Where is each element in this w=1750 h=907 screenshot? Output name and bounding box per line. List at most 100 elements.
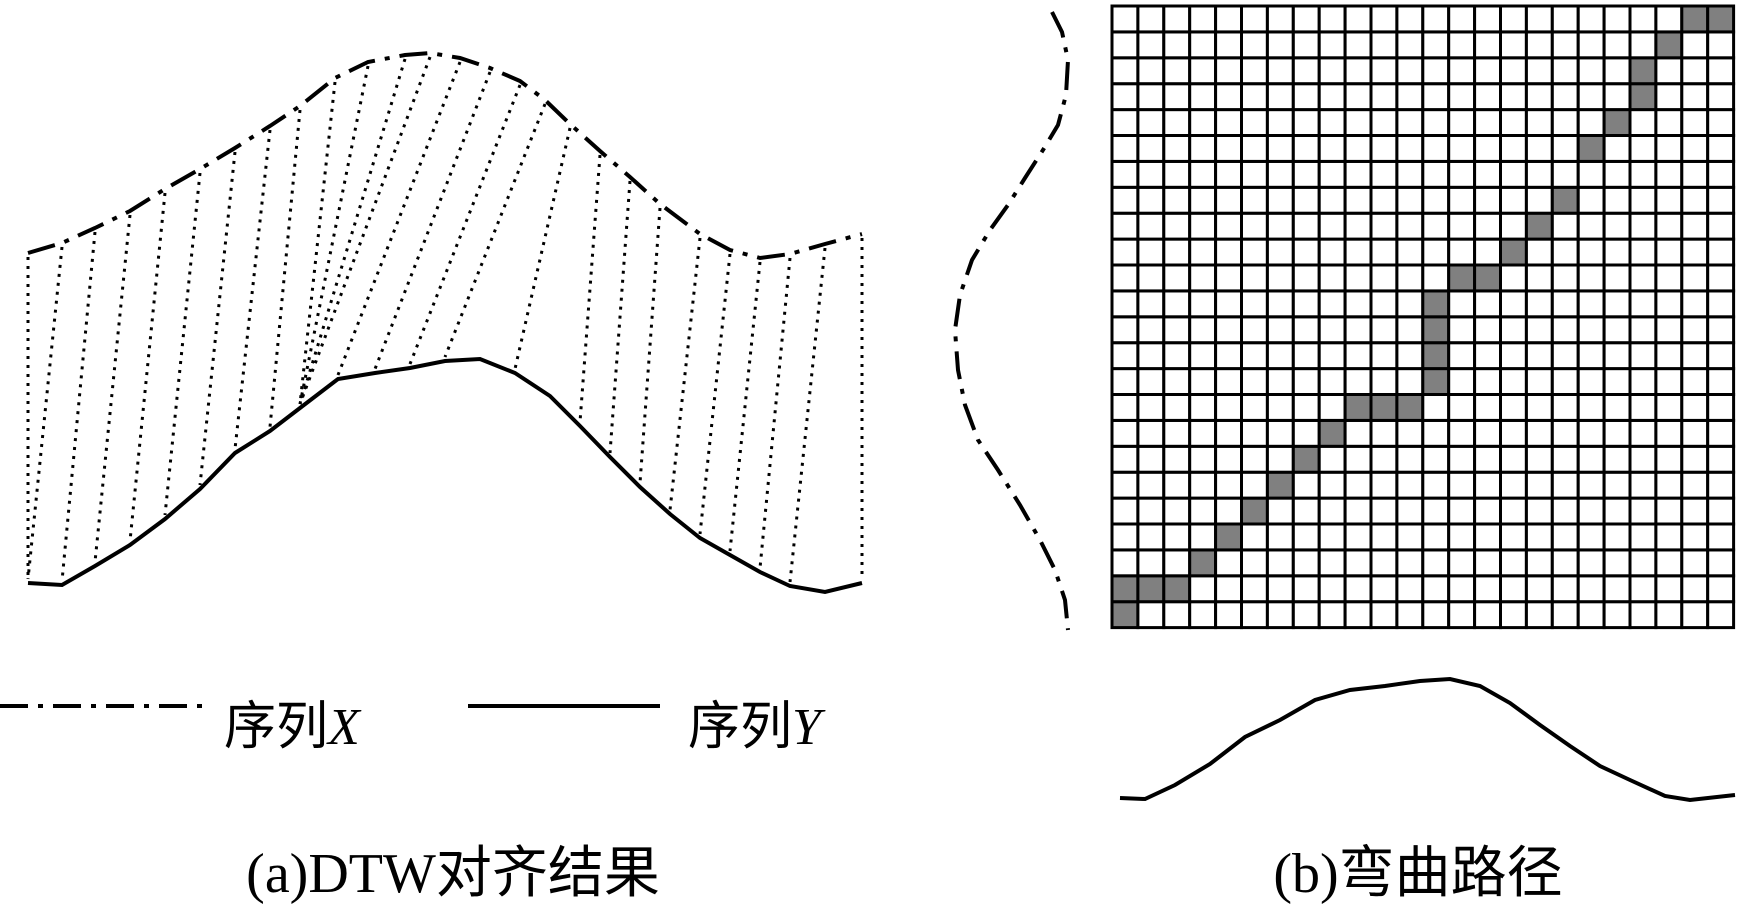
grid-cell [1447, 82, 1477, 112]
grid-cell [1188, 444, 1218, 474]
grid-cell [1421, 418, 1451, 448]
grid-cell [1343, 496, 1373, 526]
grid-cell [1680, 30, 1710, 60]
grid-cell [1136, 4, 1166, 34]
grid-cell [1550, 56, 1580, 86]
grid-cell [1421, 522, 1451, 552]
grid-cell [1110, 496, 1140, 526]
grid-cell [1499, 108, 1528, 137]
grid-cell [1654, 522, 1684, 552]
grid-cell [1369, 444, 1399, 474]
grid-cell [1680, 470, 1710, 500]
grid-cell [1499, 341, 1528, 371]
grid-cell [1162, 341, 1192, 371]
grid-cell [1524, 82, 1554, 112]
grid-cell [1654, 600, 1684, 630]
grid-cell [1110, 82, 1140, 112]
grid-cell [1188, 418, 1218, 448]
grid-cell [1680, 600, 1710, 630]
grid-cell [1447, 108, 1477, 137]
grid-cell [1473, 4, 1502, 34]
grid-cell [1473, 341, 1502, 371]
grid-cell [1654, 418, 1684, 448]
grid-cell [1162, 444, 1192, 474]
grid-cell [1265, 418, 1295, 448]
grid-cell [1680, 548, 1710, 578]
grid-cell [1240, 341, 1269, 371]
grid-cell [1188, 211, 1218, 241]
grid-cell [1110, 444, 1140, 474]
grid-cell [1654, 56, 1684, 86]
grid-cell [1395, 341, 1425, 371]
grid-cell [1602, 315, 1632, 345]
grid-cell [1447, 211, 1477, 241]
grid-cell [1265, 548, 1295, 578]
grid-cell [1291, 341, 1321, 371]
grid-cell [1447, 522, 1477, 552]
grid-cell [1473, 237, 1502, 267]
grid-cell [1524, 30, 1554, 60]
grid-cell [1136, 56, 1166, 86]
grid-cell [1654, 341, 1684, 371]
grid-cell [1317, 600, 1347, 630]
grid-cell [1343, 341, 1373, 371]
grid-cell [1188, 522, 1218, 552]
grid-cell [1421, 108, 1451, 137]
grid-cell [1706, 574, 1736, 604]
grid-cell [1265, 82, 1295, 112]
grid-cell [1550, 30, 1580, 60]
grid-cell [1162, 522, 1192, 552]
grid-cell [1602, 134, 1632, 163]
grid-cell [1291, 185, 1321, 215]
grid-cell [1136, 341, 1166, 371]
grid-cell [1110, 367, 1140, 397]
grid-cell [1110, 470, 1140, 500]
grid-cell [1395, 522, 1425, 552]
grid-cell [1550, 108, 1580, 137]
grid-cell [1421, 4, 1451, 34]
grid-cell [1110, 30, 1140, 60]
grid-cell [1706, 159, 1736, 189]
grid-cell [1162, 600, 1192, 630]
grid-cell [1136, 263, 1166, 293]
grid-cell [1291, 30, 1321, 60]
grid-cell [1110, 237, 1140, 267]
grid-cell [1499, 30, 1528, 60]
alignment-line [268, 109, 302, 428]
grid-cell [1395, 159, 1425, 189]
caption-panel-a: (a)DTW对齐结果 [246, 843, 660, 905]
grid-cell [1110, 341, 1140, 371]
grid-cell [1706, 211, 1736, 241]
grid-cell [1136, 185, 1166, 215]
grid-cell [1473, 289, 1502, 319]
grid-cell [1343, 574, 1373, 604]
grid-cell [1706, 496, 1736, 526]
grid-cell [1706, 444, 1736, 474]
grid-cell [1473, 108, 1502, 137]
grid-cell [1240, 159, 1269, 189]
grid-cell [1421, 159, 1451, 189]
grid-cell [1447, 56, 1477, 86]
grid-cell [1214, 444, 1243, 474]
grid-cell [1706, 367, 1736, 397]
grid-cell [1576, 393, 1606, 422]
grid-cell [1136, 159, 1166, 189]
grid-cell [1654, 4, 1684, 34]
grid-cell [1628, 134, 1658, 163]
grid-cell [1628, 289, 1658, 319]
alignment-line [298, 65, 370, 405]
grid-cell [1576, 418, 1606, 448]
grid-cell [1240, 548, 1269, 578]
grid-cell [1499, 315, 1528, 345]
grid-cell [1317, 4, 1347, 34]
grid-cell [1162, 496, 1192, 526]
grid-cell [1473, 470, 1502, 500]
grid-cell [1343, 289, 1373, 319]
grid-cell [1343, 134, 1373, 163]
warping-path-cell [1550, 185, 1580, 215]
grid-cell [1265, 4, 1295, 34]
alignment-line [728, 261, 762, 552]
grid-cell [1576, 185, 1606, 215]
grid-cell [1473, 600, 1502, 630]
